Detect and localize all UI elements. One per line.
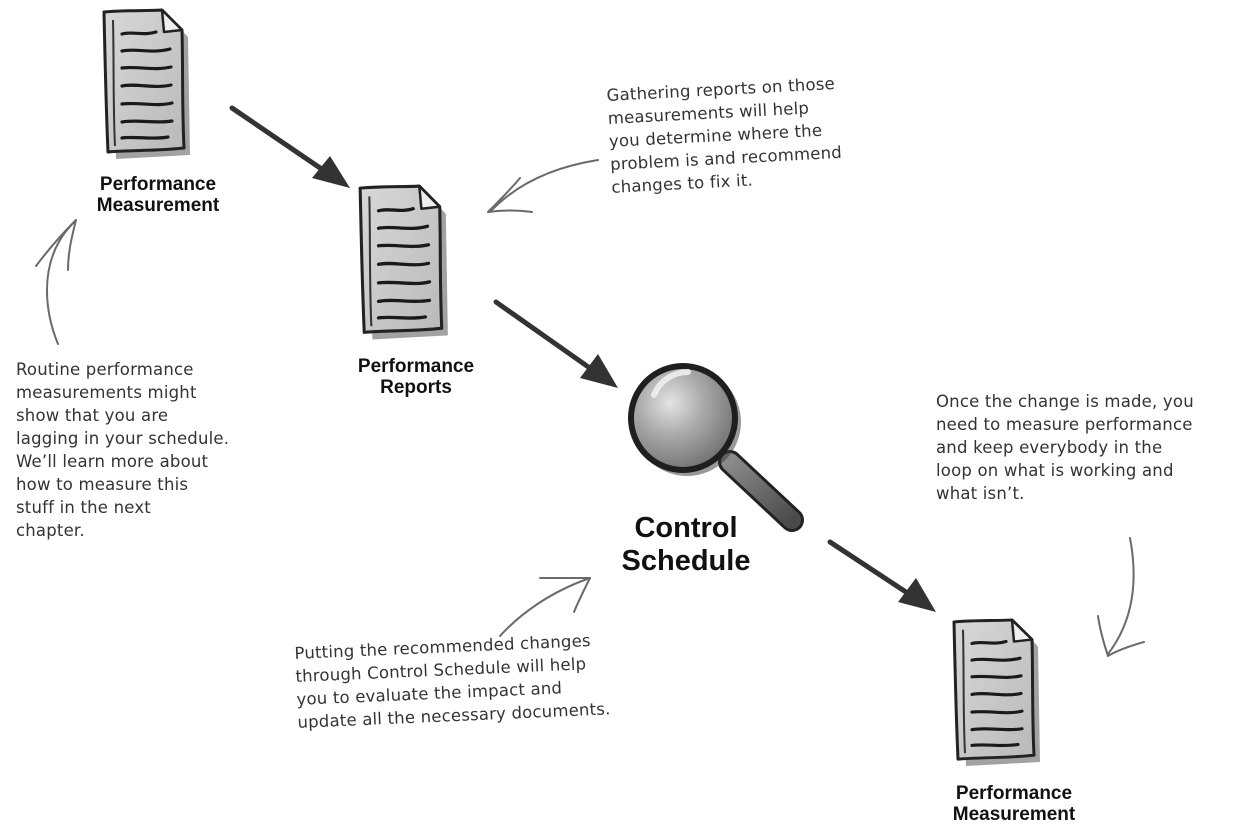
note-line: lagging in your schedule. <box>16 429 230 448</box>
node-label-control-schedule: Control Schedule <box>596 512 776 578</box>
note-line: show that you are <box>16 406 169 425</box>
flow-arrow-control-to-measurement <box>827 539 936 612</box>
note-line: how to measure this <box>16 475 189 494</box>
flow-arrow-reports-to-control <box>493 299 618 388</box>
note-line: what isn’t. <box>936 484 1025 503</box>
annotation-arrow-change <box>1097 537 1145 657</box>
document-icon-bottom-right <box>952 618 1042 768</box>
note-line: chapter. <box>16 521 85 540</box>
node-label-line: Performance <box>357 356 475 377</box>
document-icon-top-left <box>102 8 192 161</box>
note-line: need to measure performance <box>936 415 1193 434</box>
note-line: Once the change is made, you <box>936 392 1194 411</box>
node-label-line: Schedule <box>621 544 751 577</box>
flow-arrow-measurement-to-reports <box>229 105 350 188</box>
annotation-arrow-routine <box>35 219 77 345</box>
node-label-line: Performance <box>955 783 1073 804</box>
node-label-reports: Performance Reports <box>330 356 502 399</box>
node-label-line: Performance <box>99 174 217 195</box>
node-label-line: Control <box>634 512 738 544</box>
note-change-made: Once the change is made, you need to mea… <box>936 390 1194 505</box>
note-line: stuff in the next <box>16 498 151 517</box>
annotation-arrow-reports <box>487 159 599 213</box>
note-line: and keep everybody in the <box>936 438 1163 457</box>
node-label-line: Measurement <box>96 195 220 217</box>
magnifying-glass-icon <box>628 363 804 532</box>
note-routine-measurements: Routine performance measurements might s… <box>16 358 229 542</box>
note-line: measurements might <box>16 383 197 402</box>
node-label-measurement-top: Performance Measurement <box>72 174 244 217</box>
note-gathering-reports: Gathering reports on those measurements … <box>606 72 844 199</box>
node-label-line: Reports <box>380 377 452 399</box>
node-label-line: Measurement <box>952 804 1076 826</box>
note-control-schedule: Putting the recommended changes through … <box>294 628 611 734</box>
node-label-measurement-bottom: Performance Measurement <box>928 783 1100 826</box>
note-line: Routine performance <box>16 360 194 379</box>
note-line: loop on what is working and <box>936 461 1174 480</box>
document-icon-reports <box>358 184 450 342</box>
annotation-arrow-control <box>499 577 591 637</box>
note-line: We’ll learn more about <box>16 452 209 471</box>
